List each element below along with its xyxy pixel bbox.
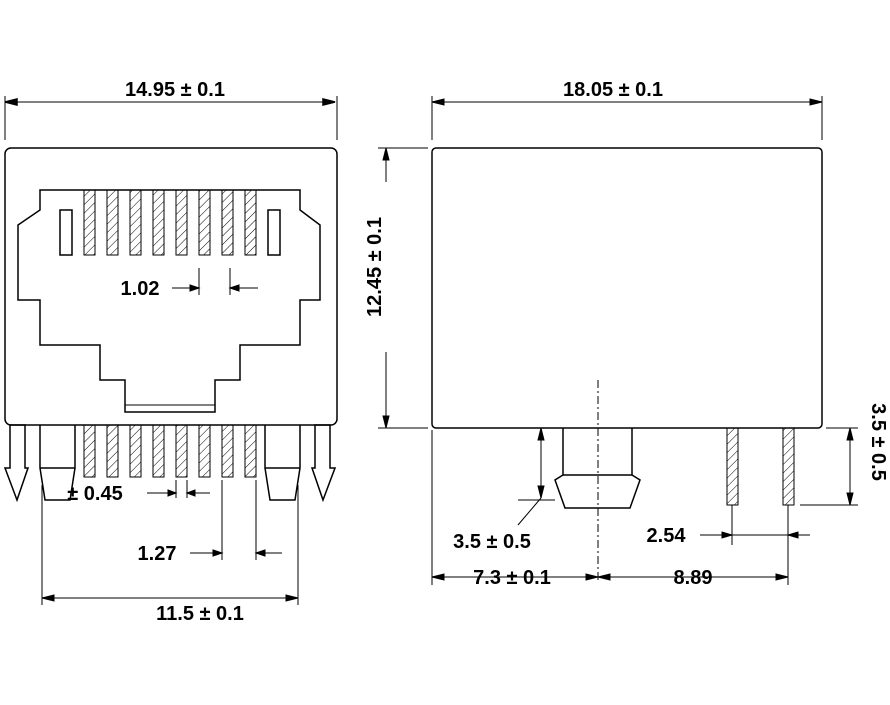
bottom-pins	[83, 424, 257, 478]
dim-post-length	[517, 427, 555, 526]
side-housing	[431, 147, 823, 429]
mounting-post	[554, 428, 641, 509]
label-row-offset: 8.89	[674, 567, 713, 589]
dim-mount-pitch	[41, 485, 299, 605]
inner-tab-right	[267, 209, 281, 256]
mounting-legs	[3, 424, 337, 503]
front-view	[3, 96, 338, 605]
dim-pin-length	[800, 427, 858, 506]
label-pin-pitch: 1.02	[121, 278, 160, 300]
dim-overall-length	[431, 96, 823, 140]
label-pin-pitch-side: 2.54	[647, 525, 687, 547]
dim-pin-pitch	[700, 505, 810, 545]
label-post-offset: 7.3 ± 0.1	[473, 567, 551, 589]
contact-springs	[83, 189, 257, 256]
label-body-height: 12.45 ± 0.1	[364, 217, 386, 317]
pin-a	[726, 427, 739, 506]
label-mount-pitch: 11.5 ± 0.1	[156, 603, 244, 625]
pin-b	[782, 427, 795, 506]
dim-pin-offset	[190, 480, 282, 560]
port-opening	[17, 189, 321, 413]
label-pin-length: 3.5 ± 0.5	[867, 403, 889, 481]
dim-pin-pitch-top	[172, 268, 258, 295]
label-overall-length: 18.05 ± 0.1	[563, 79, 663, 101]
dim-body-height	[378, 147, 428, 429]
side-view	[378, 96, 858, 585]
label-pin-width: ± 0.45	[67, 483, 122, 505]
front-housing	[4, 147, 338, 426]
inner-tab-left	[59, 209, 73, 256]
label-post-length: 3.5 ± 0.5	[453, 531, 531, 553]
dim-pin-width	[147, 480, 210, 498]
label-pin-offset: 1.27	[138, 543, 177, 565]
dim-overall-width	[4, 96, 338, 140]
dim-bottom-offsets	[431, 430, 789, 585]
label-overall-width: 14.95 ± 0.1	[125, 79, 225, 101]
